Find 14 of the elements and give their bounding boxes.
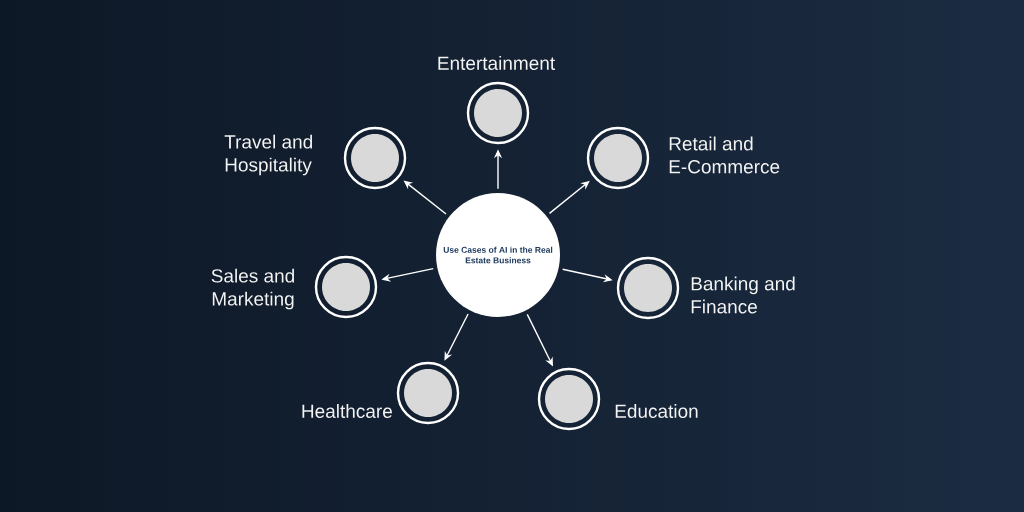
category-label: Education — [615, 404, 698, 418]
ring-circle — [537, 367, 601, 431]
ring-circle — [616, 256, 680, 320]
ring-circle — [396, 361, 460, 425]
category-label: Healthcare — [302, 404, 392, 418]
ring-circle — [586, 126, 650, 190]
category-label: Sales and Marketing — [211, 268, 294, 310]
ring-circle — [466, 81, 530, 145]
ring-circle — [314, 255, 378, 319]
category-label: Travel and Hospitality — [224, 134, 312, 176]
category-label: Banking and Finance — [691, 276, 795, 314]
category-label: Retail and E-Commerce — [669, 136, 780, 174]
category-label: Entertainment — [438, 56, 555, 70]
ring-circle — [343, 126, 407, 190]
